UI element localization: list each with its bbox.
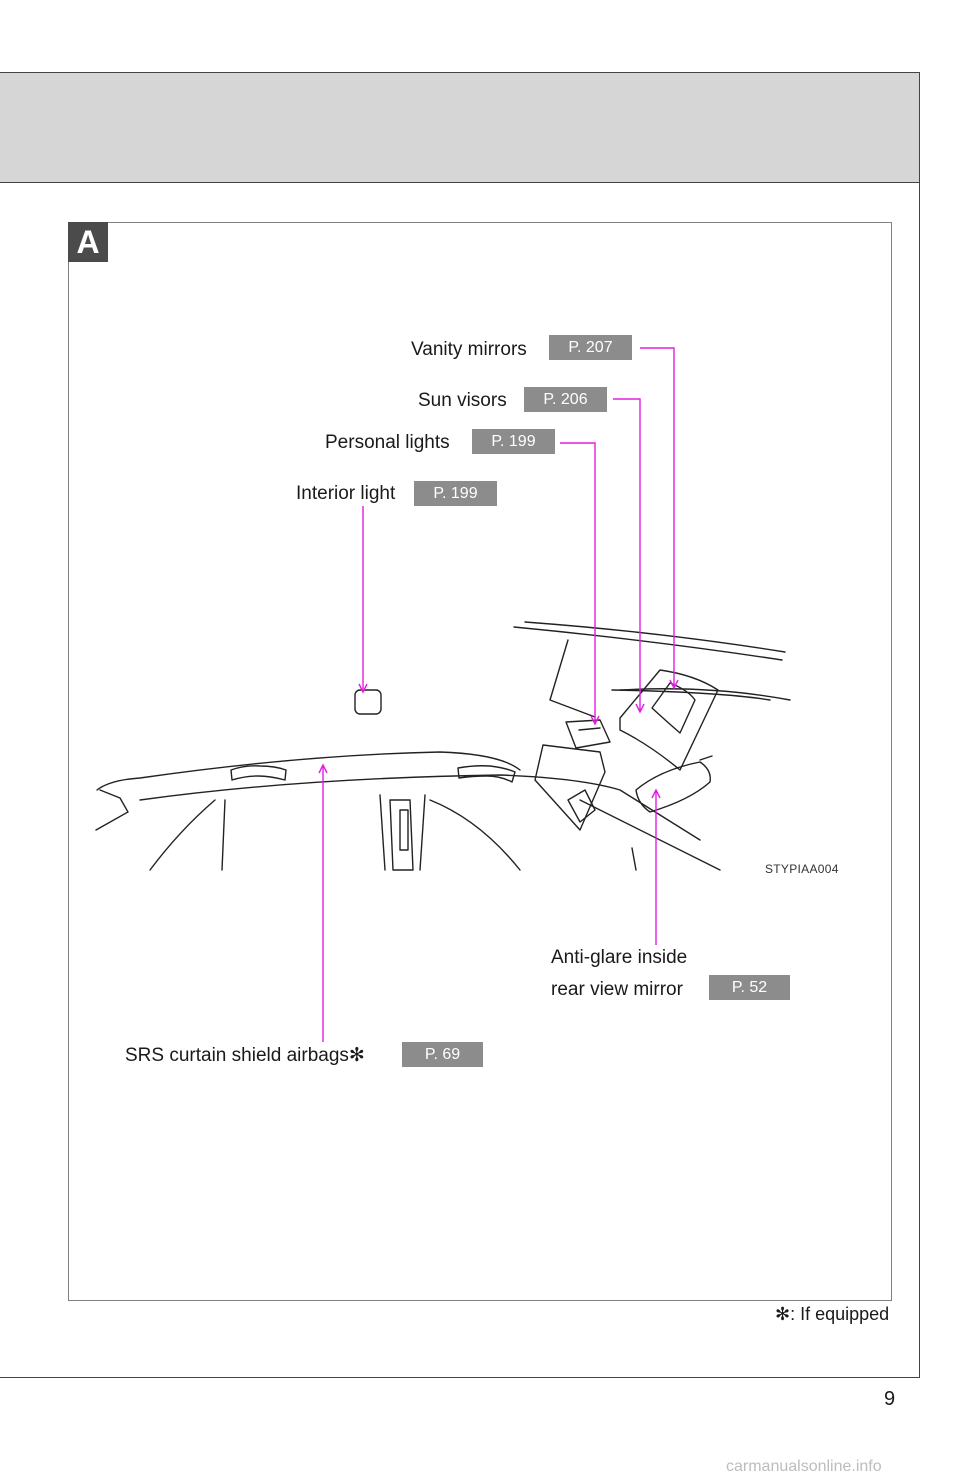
callout-label-interior-light: Interior light xyxy=(296,483,396,504)
page-ref-vanity-mirrors[interactable]: P. 207 xyxy=(549,335,632,360)
footnote-asterisk: ✻ xyxy=(775,1304,791,1324)
callout-label-anti-glare-line2: rear view mirror xyxy=(551,979,683,1000)
footnote: ✻: If equipped xyxy=(775,1304,889,1325)
illustration-code: STYPIAA004 xyxy=(765,862,839,876)
section-tab: A xyxy=(68,222,108,262)
page-ref-text: P. 69 xyxy=(424,1046,461,1063)
page-ref-personal-lights[interactable]: P. 199 xyxy=(472,429,555,454)
page-ref-anti-glare-mirror[interactable]: P. 52 xyxy=(709,975,790,1000)
callout-label-vanity-mirrors: Vanity mirrors xyxy=(411,339,527,360)
page-ref-text: P. 207 xyxy=(568,339,613,356)
page-number: 9 xyxy=(884,1388,896,1410)
page-ref-sun-visors[interactable]: P. 206 xyxy=(524,387,607,412)
srs-airbags-text: SRS curtain shield airbags xyxy=(125,1045,349,1066)
watermark: carmanualsonline.info xyxy=(726,1458,882,1475)
if-equipped-asterisk: ✻ xyxy=(348,1045,365,1066)
page-ref-text: P. 52 xyxy=(731,979,768,996)
figure-frame xyxy=(68,222,892,1301)
callout-label-sun-visors: Sun visors xyxy=(418,390,507,411)
page-ref-text: P. 199 xyxy=(433,485,478,502)
header-band xyxy=(0,72,920,183)
callout-label-personal-lights: Personal lights xyxy=(325,432,450,453)
page-bottom-rule xyxy=(0,1377,920,1378)
page-ref-interior-light[interactable]: P. 199 xyxy=(414,481,497,506)
page-ref-text: P. 206 xyxy=(543,391,588,408)
page-ref-text: P. 199 xyxy=(491,433,536,450)
footnote-text: : If equipped xyxy=(790,1304,890,1324)
callout-label-anti-glare-line1: Anti-glare inside xyxy=(551,947,688,968)
page-right-rule xyxy=(919,181,920,1377)
page-ref-srs-airbags[interactable]: P. 69 xyxy=(402,1042,483,1067)
callout-label-srs-airbags: SRS curtain shield airbags✻ xyxy=(125,1044,365,1068)
